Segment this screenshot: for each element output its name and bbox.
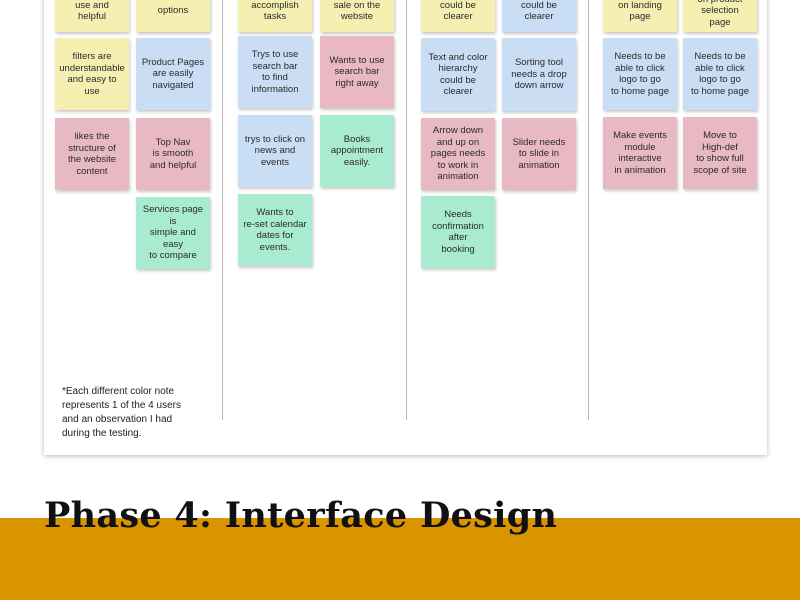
sticky-note: Top Nav is smooth and helpful: [136, 118, 210, 190]
sticky-note: Books appointment easily.: [320, 115, 394, 187]
column-divider: [222, 0, 223, 420]
sticky-note: on product selection page: [683, 0, 757, 32]
sticky-note: accomplish tasks: [238, 0, 312, 32]
sticky-note: Services page is simple and easy to comp…: [136, 197, 210, 269]
title-band: [0, 518, 800, 600]
sticky-note: Make events module interactive in animat…: [603, 117, 677, 189]
sticky-note: Wants to re-set calendar dates for event…: [238, 194, 312, 266]
sticky-note: Product Pages are easily navigated: [136, 38, 210, 110]
sticky-note: filters are understandable and easy to u…: [55, 38, 129, 110]
sticky-note: could be clearer: [502, 0, 576, 32]
column-divider: [406, 0, 407, 420]
sticky-note: Needs to be able to click logo to go to …: [603, 38, 677, 110]
sticky-note: could be clearer: [421, 0, 495, 32]
sticky-note: Text and color hierarchy could be cleare…: [421, 38, 495, 111]
sticky-note: options: [136, 0, 210, 32]
sticky-note: likes the structure of the website conte…: [55, 118, 129, 190]
sticky-note: Trys to use search bar to find informati…: [238, 36, 312, 108]
color-legend-footnote: *Each different color note represents 1 …: [62, 386, 181, 439]
sticky-note: on landing page: [603, 0, 677, 32]
sticky-note: Slider needs to slide in animation: [502, 118, 576, 190]
sticky-note: use and helpful: [55, 0, 129, 32]
sticky-note: Sorting tool needs a drop down arrow: [502, 38, 576, 111]
sticky-note: trys to click on news and events: [238, 115, 312, 187]
sticky-note: Arrow down and up on pages needs to work…: [421, 118, 495, 190]
sticky-note: Needs to be able to click logo to go to …: [683, 38, 757, 110]
sticky-note: Move to High-def to show full scope of s…: [683, 117, 757, 189]
column-divider: [588, 0, 589, 420]
sticky-note: Needs confirmation after booking: [421, 196, 495, 268]
sticky-note: sale on the website: [320, 0, 394, 32]
sticky-note: Wants to use search bar right away: [320, 36, 394, 108]
page-title: Phase 4: Interface Design: [44, 495, 558, 536]
